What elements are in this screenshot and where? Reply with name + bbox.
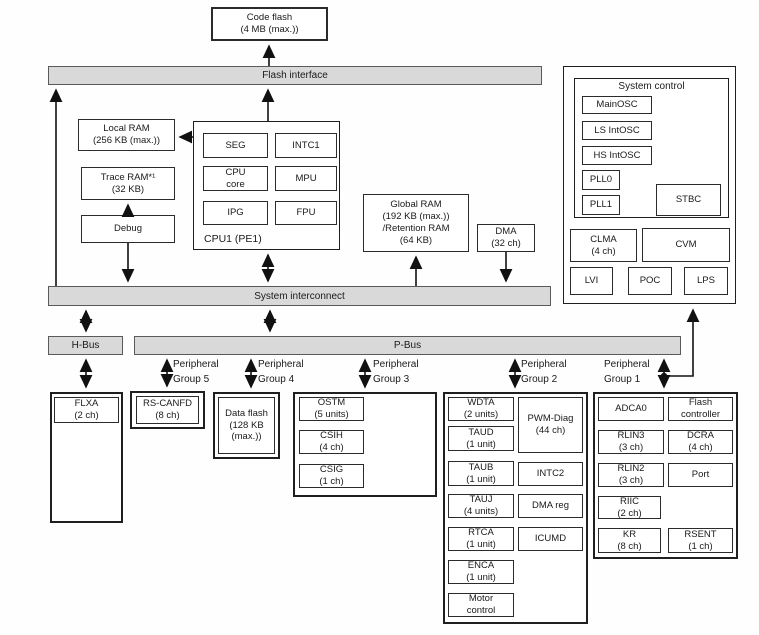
label-peripheral-group2: Peripheral Group 2 <box>521 359 567 385</box>
label-peripheral-group4: Peripheral Group 4 <box>258 359 304 385</box>
box-debug: Debug <box>81 215 175 243</box>
label-peripheral-group5: Peripheral Group 5 <box>173 359 219 385</box>
box-wdta: WDTA (2 units) <box>448 397 514 421</box>
box-adca0: ADCA0 <box>598 397 664 421</box>
box-flxa: FLXA (2 ch) <box>54 397 119 423</box>
box-dcra: DCRA (4 ch) <box>668 430 733 454</box>
bar-h-bus: H-Bus <box>48 336 123 355</box>
box-pwm-diag: PWM-Diag (44 ch) <box>518 397 583 453</box>
box-cpu-core: CPU core <box>203 166 268 191</box>
box-taud: TAUD (1 unit) <box>448 426 514 451</box>
box-intc2: INTC2 <box>518 462 583 486</box>
box-enca: ENCA (1 unit) <box>448 560 514 584</box>
box-lvi: LVI <box>570 267 613 295</box>
box-ls-intosc: LS IntOSC <box>582 121 652 140</box>
wire-junction-dot <box>660 372 668 380</box>
box-csig: CSIG (1 ch) <box>299 464 364 488</box>
box-dma: DMA (32 ch) <box>477 224 535 252</box>
box-kr: KR (8 ch) <box>598 528 661 553</box>
box-code-flash: Code flash (4 MB (max.)) <box>211 7 328 41</box>
cpu1-label: CPU1 (PE1) <box>204 233 262 245</box>
label-peripheral-group3: Peripheral Group 3 <box>373 359 419 385</box>
bar-p-bus: P-Bus <box>134 336 681 355</box>
box-stbc: STBC <box>656 184 721 216</box>
bar-flash-interface: Flash interface <box>48 66 542 85</box>
box-icumd: ICUMD <box>518 527 583 551</box>
box-seg: SEG <box>203 133 268 158</box>
box-mpu: MPU <box>275 166 337 191</box>
box-rlin2: RLIN2 (3 ch) <box>598 463 664 487</box>
box-rtca: RTCA (1 unit) <box>448 527 514 551</box>
box-clma: CLMA (4 ch) <box>570 229 637 262</box>
box-port: Port <box>668 463 733 487</box>
box-lps: LPS <box>684 267 728 295</box>
box-rlin3: RLIN3 (3 ch) <box>598 430 664 454</box>
box-hs-intosc: HS IntOSC <box>582 146 652 165</box>
box-trace-ram: Trace RAM*¹ (32 KB) <box>81 167 175 200</box>
box-local-ram: Local RAM (256 KB (max.)) <box>78 119 175 151</box>
box-csih: CSIH (4 ch) <box>299 430 364 454</box>
box-mainosc: MainOSC <box>582 96 652 114</box>
box-dma-reg: DMA reg <box>518 494 583 518</box>
system-control-title: System control <box>618 81 685 92</box>
box-taub: TAUB (1 unit) <box>448 461 514 486</box>
box-fpu: FPU <box>275 201 337 225</box>
box-tauj: TAUJ (4 units) <box>448 494 514 518</box>
box-cvm: CVM <box>642 228 730 262</box>
box-flash-controller: Flash controller <box>668 397 733 421</box>
box-ipg: IPG <box>203 201 268 225</box>
box-rs-canfd: RS-CANFD (8 ch) <box>136 396 199 424</box>
box-ostm: OSTM (5 units) <box>299 397 364 421</box>
box-intc1: INTC1 <box>275 133 337 158</box>
box-motor-control: Motor control <box>448 593 514 617</box>
box-pll1: PLL1 <box>582 195 620 215</box>
box-riic: RIIC (2 ch) <box>598 496 661 519</box>
box-global-ram: Global RAM (192 KB (max.)) /Retention RA… <box>363 194 469 252</box>
box-data-flash: Data flash (128 KB (max.)) <box>218 397 275 454</box>
label-peripheral-group1: Peripheral Group 1 <box>604 359 650 385</box>
box-poc: POC <box>628 267 672 295</box>
box-rsent: RSENT (1 ch) <box>668 528 733 553</box>
bar-system-interconnect: System interconnect <box>48 286 551 306</box>
box-pll0: PLL0 <box>582 170 620 190</box>
